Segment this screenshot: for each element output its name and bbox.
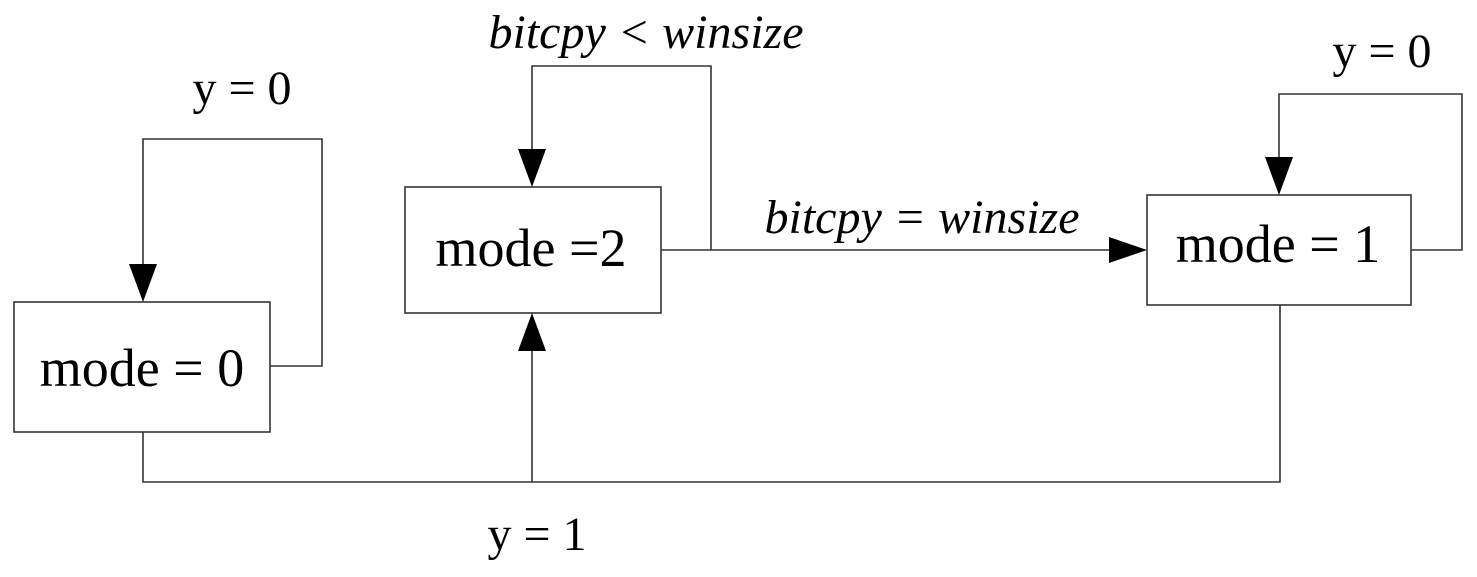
to-mode2-label: y = 1 — [487, 508, 586, 561]
state-mode-2-box — [404, 186, 662, 314]
state-mode-1-label: mode = 1 — [1176, 214, 1380, 274]
mode0-self-loop-line — [142, 138, 323, 367]
mode1-self-loop-line — [1278, 93, 1463, 251]
state-mode-1: mode = 1 — [1146, 194, 1412, 306]
transition-to-mode2: y = 1 — [142, 305, 1281, 561]
to-mode2-arrow-icon — [518, 313, 546, 351]
mode2-to-mode1-label: bitcpy = winsize — [764, 191, 1079, 244]
mode0-self-loop-arrow-icon — [129, 264, 157, 302]
transition-mode2-to-mode1: bitcpy = winsize — [661, 191, 1147, 263]
state-mode-0-label: mode = 0 — [40, 338, 244, 398]
mode2-self-loop-arrow-icon — [518, 149, 546, 187]
transition-mode2-self-loop: bitcpy < winsize — [488, 6, 804, 250]
state-mode-0-box — [13, 301, 271, 433]
mode1-self-loop-label: y = 0 — [1332, 25, 1431, 78]
mode2-self-loop-label: bitcpy < winsize — [488, 6, 803, 59]
transition-mode0-self-loop: y = 0 — [129, 62, 323, 367]
mode1-self-loop-arrow-icon — [1265, 157, 1293, 195]
mode2-to-mode1-arrow-icon — [1109, 237, 1147, 263]
state-mode-2-label: mode =2 — [436, 218, 627, 278]
state-mode-0: mode = 0 — [13, 301, 271, 433]
transition-mode1-self-loop: y = 0 — [1265, 25, 1463, 251]
state-mode-2: mode =2 — [404, 186, 662, 314]
to-mode2-bus-line — [142, 305, 1281, 483]
mode2-self-loop-line — [531, 65, 712, 250]
mode0-self-loop-label: y = 0 — [192, 62, 291, 115]
